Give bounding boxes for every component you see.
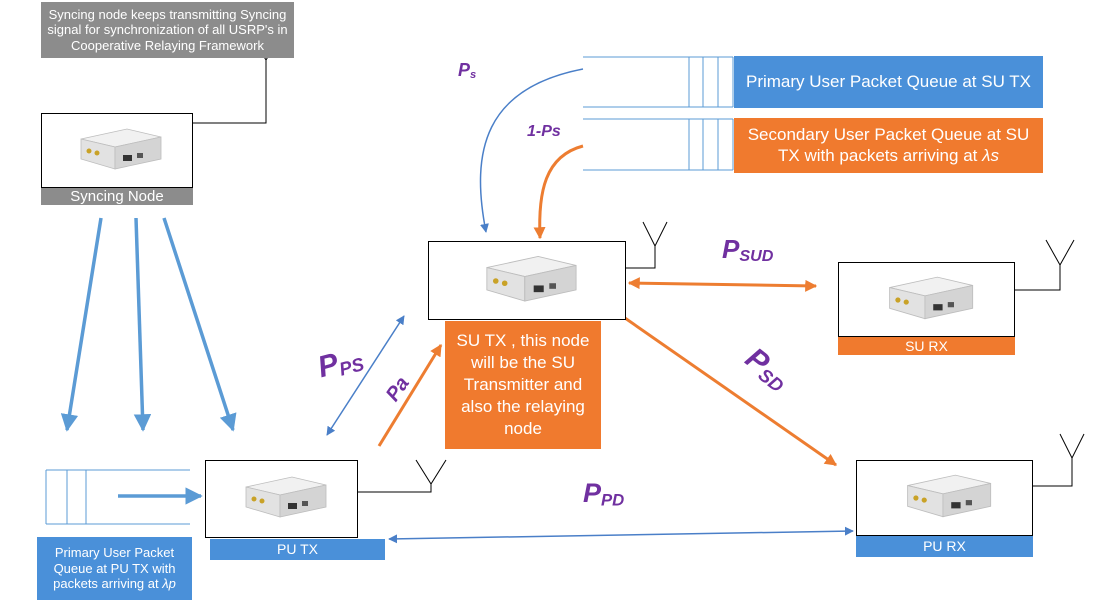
su-rx-node-label: SU RX	[838, 337, 1015, 355]
pa-arrow	[377, 343, 443, 447]
primary-queue-su-tx-label: Primary User Packet Queue at SU TX	[734, 56, 1043, 108]
one-minus-ps-arrow	[533, 144, 584, 240]
pu-tx-node-box	[205, 460, 358, 538]
psud-label: PSUD	[722, 234, 774, 266]
pu-rx-node-box	[856, 460, 1033, 536]
sync-link-arrows	[60, 217, 237, 505]
su-secondary-queue-outline	[583, 118, 734, 171]
su-rx-node-box	[838, 262, 1015, 337]
pu-queue-outline	[45, 469, 190, 525]
su-tx-node-box	[428, 241, 626, 320]
syncing-node-label: Syncing Node	[41, 188, 193, 205]
usrp-device-icon	[486, 255, 577, 302]
syncing-node-box	[41, 113, 193, 188]
psud-arrow	[627, 277, 818, 292]
usrp-device-icon	[80, 128, 162, 170]
antenna-icon	[626, 221, 668, 269]
antenna-icon	[358, 459, 447, 493]
ps-arrow	[479, 68, 584, 233]
ps-label: Ps	[458, 60, 477, 82]
usrp-device-icon	[888, 276, 973, 319]
secondary-queue-su-tx-label: Secondary User Packet Queue at SU TX wit…	[734, 118, 1043, 173]
antenna-icon	[1033, 433, 1085, 487]
su-primary-queue-outline	[583, 56, 734, 108]
sync-note: Syncing node keeps transmitting Syncing …	[41, 2, 294, 58]
antenna-icon	[1015, 239, 1075, 291]
secondary-queue-text: Secondary User Packet Queue at SU TX wit…	[747, 125, 1030, 165]
ppd-label: PPD	[583, 478, 625, 510]
pps-arrow	[326, 315, 405, 436]
usrp-device-icon	[245, 476, 326, 518]
usrp-device-icon	[906, 474, 991, 518]
primary-queue-pu-text: Primary User Packet Queue at PU TX with …	[53, 545, 176, 592]
pu-tx-node-label: PU TX	[210, 539, 385, 560]
su-tx-node-label: SU TX , this node will be the SU Transmi…	[445, 321, 601, 449]
psd-arrow	[611, 307, 837, 467]
pu-rx-node-label: PU RX	[856, 536, 1033, 557]
ppd-arrow	[388, 526, 854, 544]
primary-queue-pu-tx-label: Primary User Packet Queue at PU TX with …	[37, 537, 192, 600]
one-minus-ps-label: 1-Ps	[527, 123, 561, 140]
